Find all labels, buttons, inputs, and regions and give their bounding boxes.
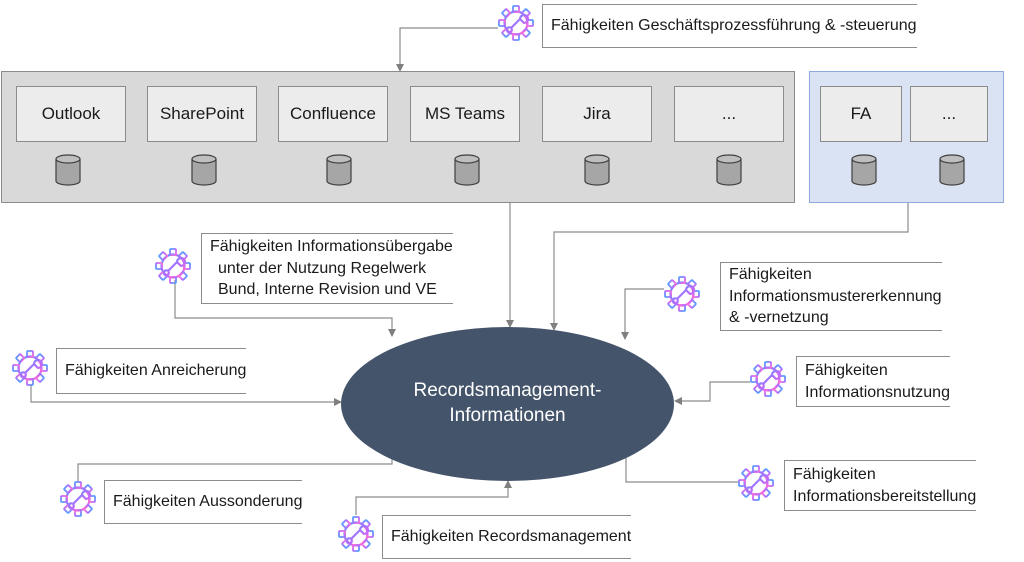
capability-label-line2: Informationsnutzung [805, 383, 950, 401]
database-icon [851, 154, 877, 186]
capability-uebergabe: Fähigkeiten Informationsübergabe unter d… [155, 233, 453, 304]
link-nutzung [674, 381, 750, 405]
capability-anreicherung: Fähigkeiten Anreicherung [12, 348, 247, 394]
database-icon [326, 154, 352, 186]
gear-wrench-icon [498, 5, 534, 46]
system-sharepoint: SharePoint [147, 86, 257, 142]
link-aussonderung [77, 447, 396, 482]
link-geschaeftsprozess [396, 27, 498, 72]
hub-label-line1: Recordsmanagement- [413, 380, 602, 402]
capability-bereitstellung: Fähigkeiten Informationsbereitstellung [738, 460, 977, 512]
capability-label: Fähigkeiten Anreicherung [65, 362, 247, 379]
gear-wrench-icon [60, 481, 96, 522]
system-jira: Jira [542, 86, 652, 142]
capability-label-line2: Informationsmustererkennung [729, 287, 942, 305]
capability-label-line2: unter der Nutzung Regelwerk [218, 259, 427, 277]
database-icon [584, 154, 610, 186]
capability-label-line1: Fähigkeiten Informationsübergabe [210, 238, 453, 255]
capability-label-line3: & -vernetzung [729, 309, 829, 327]
system-confluence: Confluence [278, 86, 388, 142]
database-icon [454, 154, 480, 186]
capability-label-line1: Fähigkeiten [729, 266, 812, 283]
capability-label: Fähigkeiten Geschäftsprozessführung & -s… [551, 17, 917, 34]
system-ms-teams: MS Teams [410, 86, 520, 142]
gear-wrench-icon [12, 350, 48, 391]
capability-label: Fähigkeiten Aussonderung [113, 493, 303, 510]
database-icon [191, 154, 217, 186]
link-bereitstellung [622, 447, 738, 483]
capability-label-line1: Fähigkeiten [805, 362, 888, 379]
gear-wrench-icon [664, 275, 700, 317]
gear-wrench-icon [155, 247, 191, 289]
capability-nutzung: Fähigkeiten Informationsnutzung [750, 356, 950, 408]
capability-mustererkennung: Fähigkeiten Informationsmustererkennung … [664, 262, 942, 331]
link-mustererkennung [621, 288, 664, 340]
capability-geschaeftsprozess: Fähigkeiten Geschäftsprozessführung & -s… [498, 4, 917, 48]
capability-aussonderung: Fähigkeiten Aussonderung [60, 480, 303, 524]
system-more-blue: ... [910, 86, 988, 142]
database-icon [55, 154, 81, 186]
systems-panel-main [1, 71, 795, 203]
capability-label-line3: Bund, Interne Revision und VE [218, 281, 437, 299]
gear-wrench-icon [338, 516, 374, 557]
gear-wrench-icon [738, 465, 774, 506]
database-icon [716, 154, 742, 186]
link-recordsmanagement [355, 480, 512, 515]
records-information-hub: Recordsmanagement- Informationen [341, 327, 674, 481]
system-fa: FA [820, 86, 902, 142]
database-icon [939, 154, 965, 186]
capability-label-line1: Fähigkeiten [793, 466, 876, 483]
hub-label-line2: Informationen [449, 405, 566, 426]
capability-recordsmanagement: Fähigkeiten Recordsmanagement [338, 515, 632, 559]
capability-label-line2: Informationsbereitstellung [793, 487, 977, 505]
system-more: ... [674, 86, 784, 142]
system-outlook: Outlook [16, 86, 126, 142]
gear-wrench-icon [750, 361, 786, 402]
capability-label: Fähigkeiten Recordsmanagement [391, 528, 632, 545]
